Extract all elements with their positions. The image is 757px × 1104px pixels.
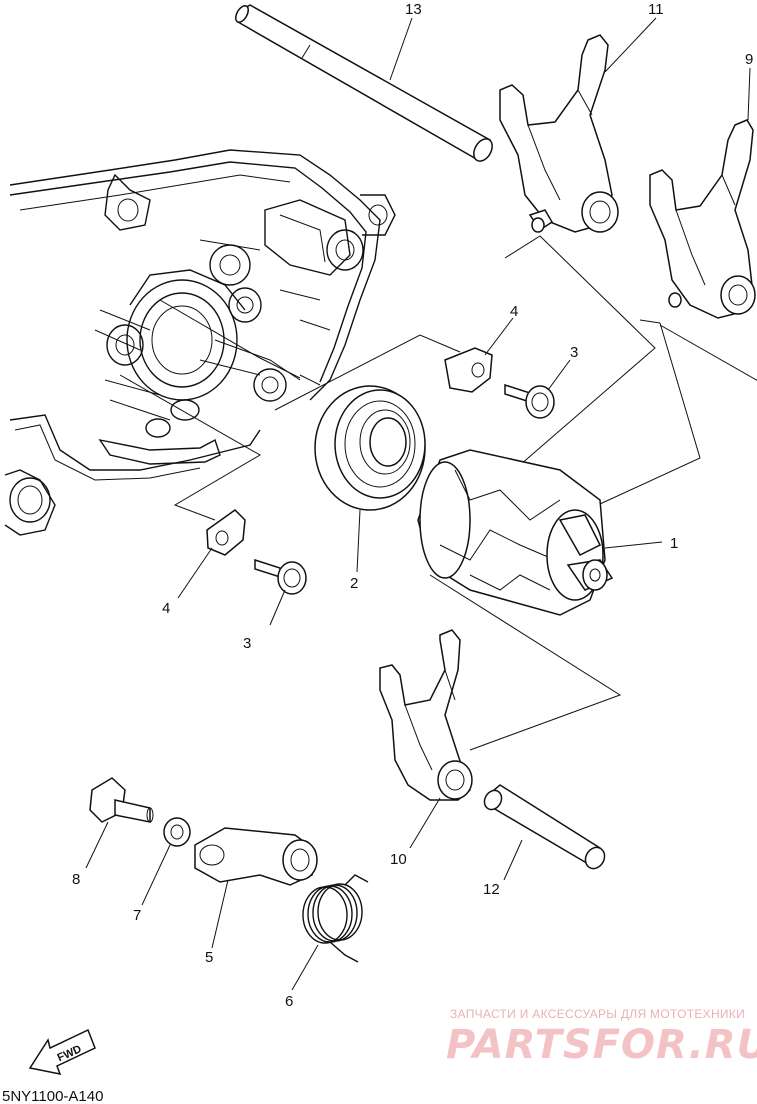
callout-10: 10 [390,851,407,868]
shift-fork-right [649,119,756,319]
callout-11: 11 [648,1,664,18]
guide-pin [483,784,606,870]
stopper-plate-upper [444,347,493,393]
callout-7: 7 [133,907,141,924]
callout-5: 5 [205,949,213,966]
screw-upper [504,383,555,419]
callout-8: 8 [72,871,80,888]
callout-3-lower: 3 [243,635,251,652]
callout-3-upper: 3 [570,344,578,361]
washer [163,817,191,847]
bearing [314,385,426,511]
stopper-lever [194,827,318,886]
shift-fork-upper [499,34,619,233]
torsion-spring [302,874,369,963]
callout-9: 9 [745,51,753,68]
reference-lines [119,235,757,751]
shift-drum [417,449,614,616]
watermark: ЗАПЧАСТИ И АКСЕССУАРЫ ДЛЯ МОТОТЕХНИКИ PA… [446,1007,757,1068]
callout-2: 2 [350,575,358,592]
watermark-brand: PARTSFOR.RU [446,1022,757,1068]
stopper-plate-lower [206,509,246,556]
callout-13: 13 [405,1,422,18]
diagram-code: 5NY1100-A140 [2,1088,103,1104]
watermark-tagline: ЗАПЧАСТИ И АКСЕССУАРЫ ДЛЯ МОТОТЕХНИКИ [450,1007,745,1021]
crankcase-outline [4,149,396,536]
callout-numbers: 1 2 3 3 4 4 5 6 7 8 9 10 11 12 13 [72,1,753,1010]
bolt [89,777,154,823]
fwd-arrow-icon: FWD [28,1028,96,1076]
callout-4-upper: 4 [510,303,518,320]
shift-fork-shaft [235,4,493,162]
shift-fork-lower [379,629,473,801]
callout-6: 6 [285,993,293,1010]
callout-12: 12 [483,881,500,898]
callout-4-lower: 4 [162,600,170,617]
screw-lower [254,558,307,595]
callout-1: 1 [670,535,678,552]
callout-leaders [85,17,751,991]
